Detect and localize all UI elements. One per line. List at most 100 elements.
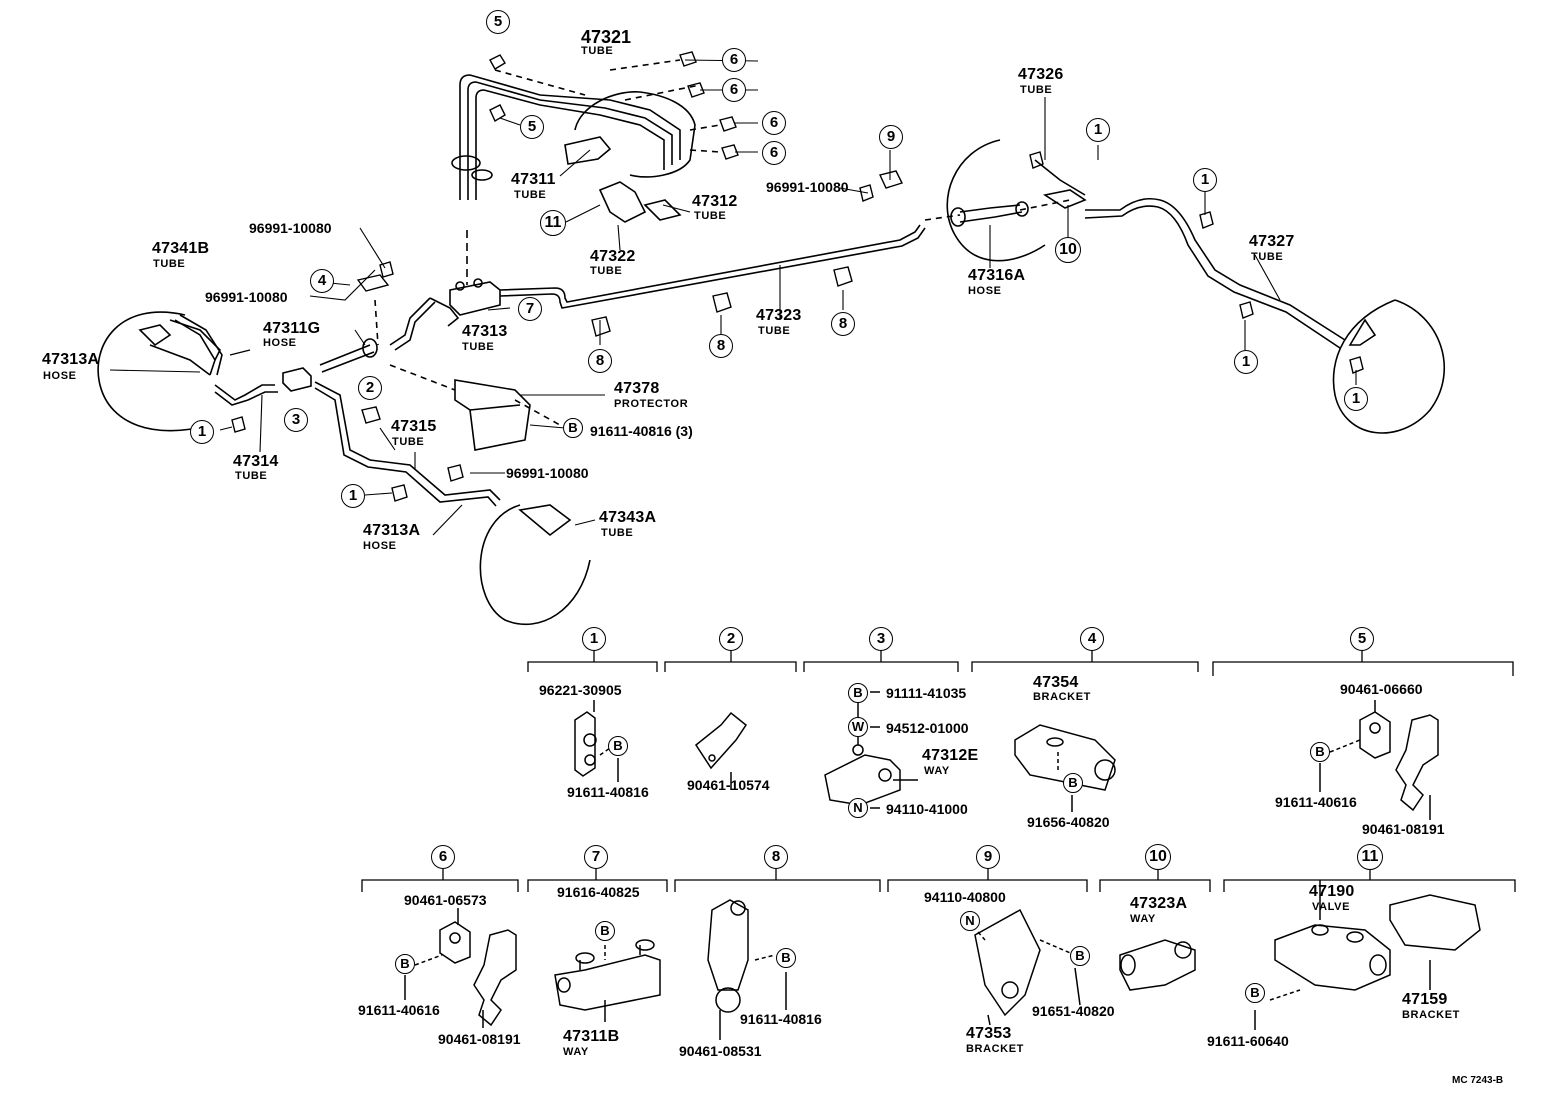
- g4-b-callout: B: [1063, 773, 1083, 793]
- group-2-bracket: [665, 650, 796, 672]
- g6-b-callout: B: [395, 954, 415, 974]
- g8-part-90461-08531: 90461-08531: [679, 1043, 762, 1059]
- tube-47323: [500, 225, 920, 302]
- group-11-callout: 11: [1357, 844, 1383, 870]
- tube-47313: [390, 298, 430, 345]
- callout-7: 7: [518, 297, 542, 321]
- g3-part-94512-01000: 94512-01000: [886, 720, 969, 736]
- g5-part-90461-06660: 90461-06660: [1340, 681, 1423, 697]
- g5-part-90461-08191: 90461-08191: [1362, 821, 1445, 837]
- part-47341B-name: TUBE: [153, 258, 186, 270]
- callout-8-a: 8: [588, 349, 612, 373]
- callout-9: 9: [879, 125, 903, 149]
- part-96991-10080-top: 96991-10080: [766, 179, 849, 195]
- g3-b-callout: B: [848, 683, 868, 703]
- tube-47315: [315, 382, 500, 500]
- group-4-bracket: [972, 650, 1198, 672]
- g10-part-47323A-name: WAY: [1130, 913, 1156, 925]
- g11-b-callout: B: [1245, 983, 1265, 1003]
- g7-part-91616-40825: 91616-40825: [557, 884, 640, 900]
- g1-part-96221-30905: 96221-30905: [539, 682, 622, 698]
- part-47313-number: 47313: [462, 323, 508, 340]
- proportioning-valve-47311B: [450, 282, 500, 315]
- callout-1-r4: 1: [1344, 387, 1368, 411]
- part-91611-40816-3: 91611-40816 (3): [590, 423, 693, 439]
- part-47314-name: TUBE: [235, 470, 268, 482]
- g8-part-91611-40816: 91611-40816: [740, 1011, 822, 1027]
- g11-part-47190-number: 47190: [1309, 883, 1355, 900]
- group-9-callout: 9: [976, 845, 1000, 869]
- g11-part-47159-number: 47159: [1402, 991, 1448, 1008]
- callout-1-r3: 1: [1234, 350, 1258, 374]
- callout-4: 4: [310, 269, 334, 293]
- right-rear-brake-drum: [1333, 300, 1444, 433]
- part-47312-number: 47312: [692, 193, 738, 210]
- g3-n-callout: N: [848, 798, 868, 818]
- right-front-brake-drum: [947, 140, 1045, 261]
- callout-b-protector: B: [563, 418, 583, 438]
- tube-47327: [1085, 199, 1345, 340]
- part-47313A-left-number: 47313A: [42, 351, 100, 368]
- part-47327-name: TUBE: [1251, 251, 1284, 263]
- part-96991-10080-b: 96991-10080: [205, 289, 288, 305]
- callout-2: 2: [358, 376, 382, 400]
- part-47316A-number: 47316A: [968, 267, 1026, 284]
- g7-part-47311B-name: WAY: [563, 1046, 589, 1058]
- group-10-bracket: [1100, 868, 1210, 892]
- part-47312-name: TUBE: [694, 210, 727, 222]
- group-5-bracket: [1213, 650, 1513, 676]
- diagram-code: MC 7243-B: [1452, 1075, 1504, 1086]
- group-6-callout: 6: [431, 845, 455, 869]
- part-47378-number: 47378: [614, 380, 660, 397]
- part-47311G-number: 47311G: [263, 320, 321, 337]
- tube-47314: [215, 385, 275, 400]
- part-47315-number: 47315: [391, 418, 437, 435]
- part-47343A-name: TUBE: [601, 527, 634, 539]
- callout-1-bottom: 1: [341, 484, 365, 508]
- callout-1-r1: 1: [1086, 118, 1110, 142]
- group-8-bracket: [675, 868, 880, 892]
- g8-b-callout: B: [776, 948, 796, 968]
- g3-part-47312E-name: WAY: [924, 765, 950, 777]
- g9-part-47353-name: BRACKET: [966, 1043, 1024, 1055]
- g6-part-90461-08191: 90461-08191: [438, 1031, 521, 1047]
- g11-part-47159-name: BRACKET: [1402, 1009, 1460, 1021]
- g5-b-callout: B: [1310, 742, 1330, 762]
- g4-part-47354-number: 47354: [1033, 674, 1079, 691]
- left-front-brake-drum: [98, 312, 210, 431]
- hose-47311G: [320, 345, 370, 365]
- g9-part-47353-number: 47353: [966, 1025, 1012, 1042]
- g11-part-91611-60640: 91611-60640: [1207, 1033, 1289, 1049]
- part-96991-10080-a: 96991-10080: [249, 220, 332, 236]
- g1-b-callout: B: [608, 736, 628, 756]
- g11-part-47190-name: VALVE: [1312, 901, 1351, 913]
- part-47327-number: 47327: [1249, 233, 1295, 250]
- part-47323-number: 47323: [756, 307, 802, 324]
- callout-5-top: 5: [486, 10, 510, 34]
- g3-part-94110-41000: 94110-41000: [886, 801, 968, 817]
- callout-8-c: 8: [831, 312, 855, 336]
- g1-part-91611-40816: 91611-40816: [567, 784, 649, 800]
- g6-part-91611-40616: 91611-40616: [358, 1002, 440, 1018]
- callout-1-r2: 1: [1193, 168, 1217, 192]
- group-2-callout: 2: [719, 627, 743, 651]
- part-47326-number: 47326: [1018, 66, 1064, 83]
- g6-part-90461-06573: 90461-06573: [404, 892, 487, 908]
- g4-part-91656-40820: 91656-40820: [1027, 814, 1110, 830]
- group-3-callout: 3: [869, 627, 893, 651]
- g9-part-91651-40820: 91651-40820: [1032, 1003, 1115, 1019]
- part-47321-name: TUBE: [581, 45, 614, 57]
- part-47341B-number: 47341B: [152, 240, 210, 257]
- master-cylinder: [575, 92, 695, 177]
- part-47378-name: PROTECTOR: [614, 398, 689, 410]
- part-47311-number: 47311: [511, 171, 556, 188]
- callout-6-b: 6: [722, 78, 746, 102]
- group-1-callout: 1: [582, 627, 606, 651]
- tube-47321: [460, 75, 680, 200]
- left-rear-brake-drum: [480, 505, 590, 624]
- g3-w-callout: W: [848, 717, 868, 737]
- callout-6-d: 6: [762, 141, 786, 165]
- callout-11: 11: [540, 210, 566, 236]
- callout-10: 10: [1055, 237, 1081, 263]
